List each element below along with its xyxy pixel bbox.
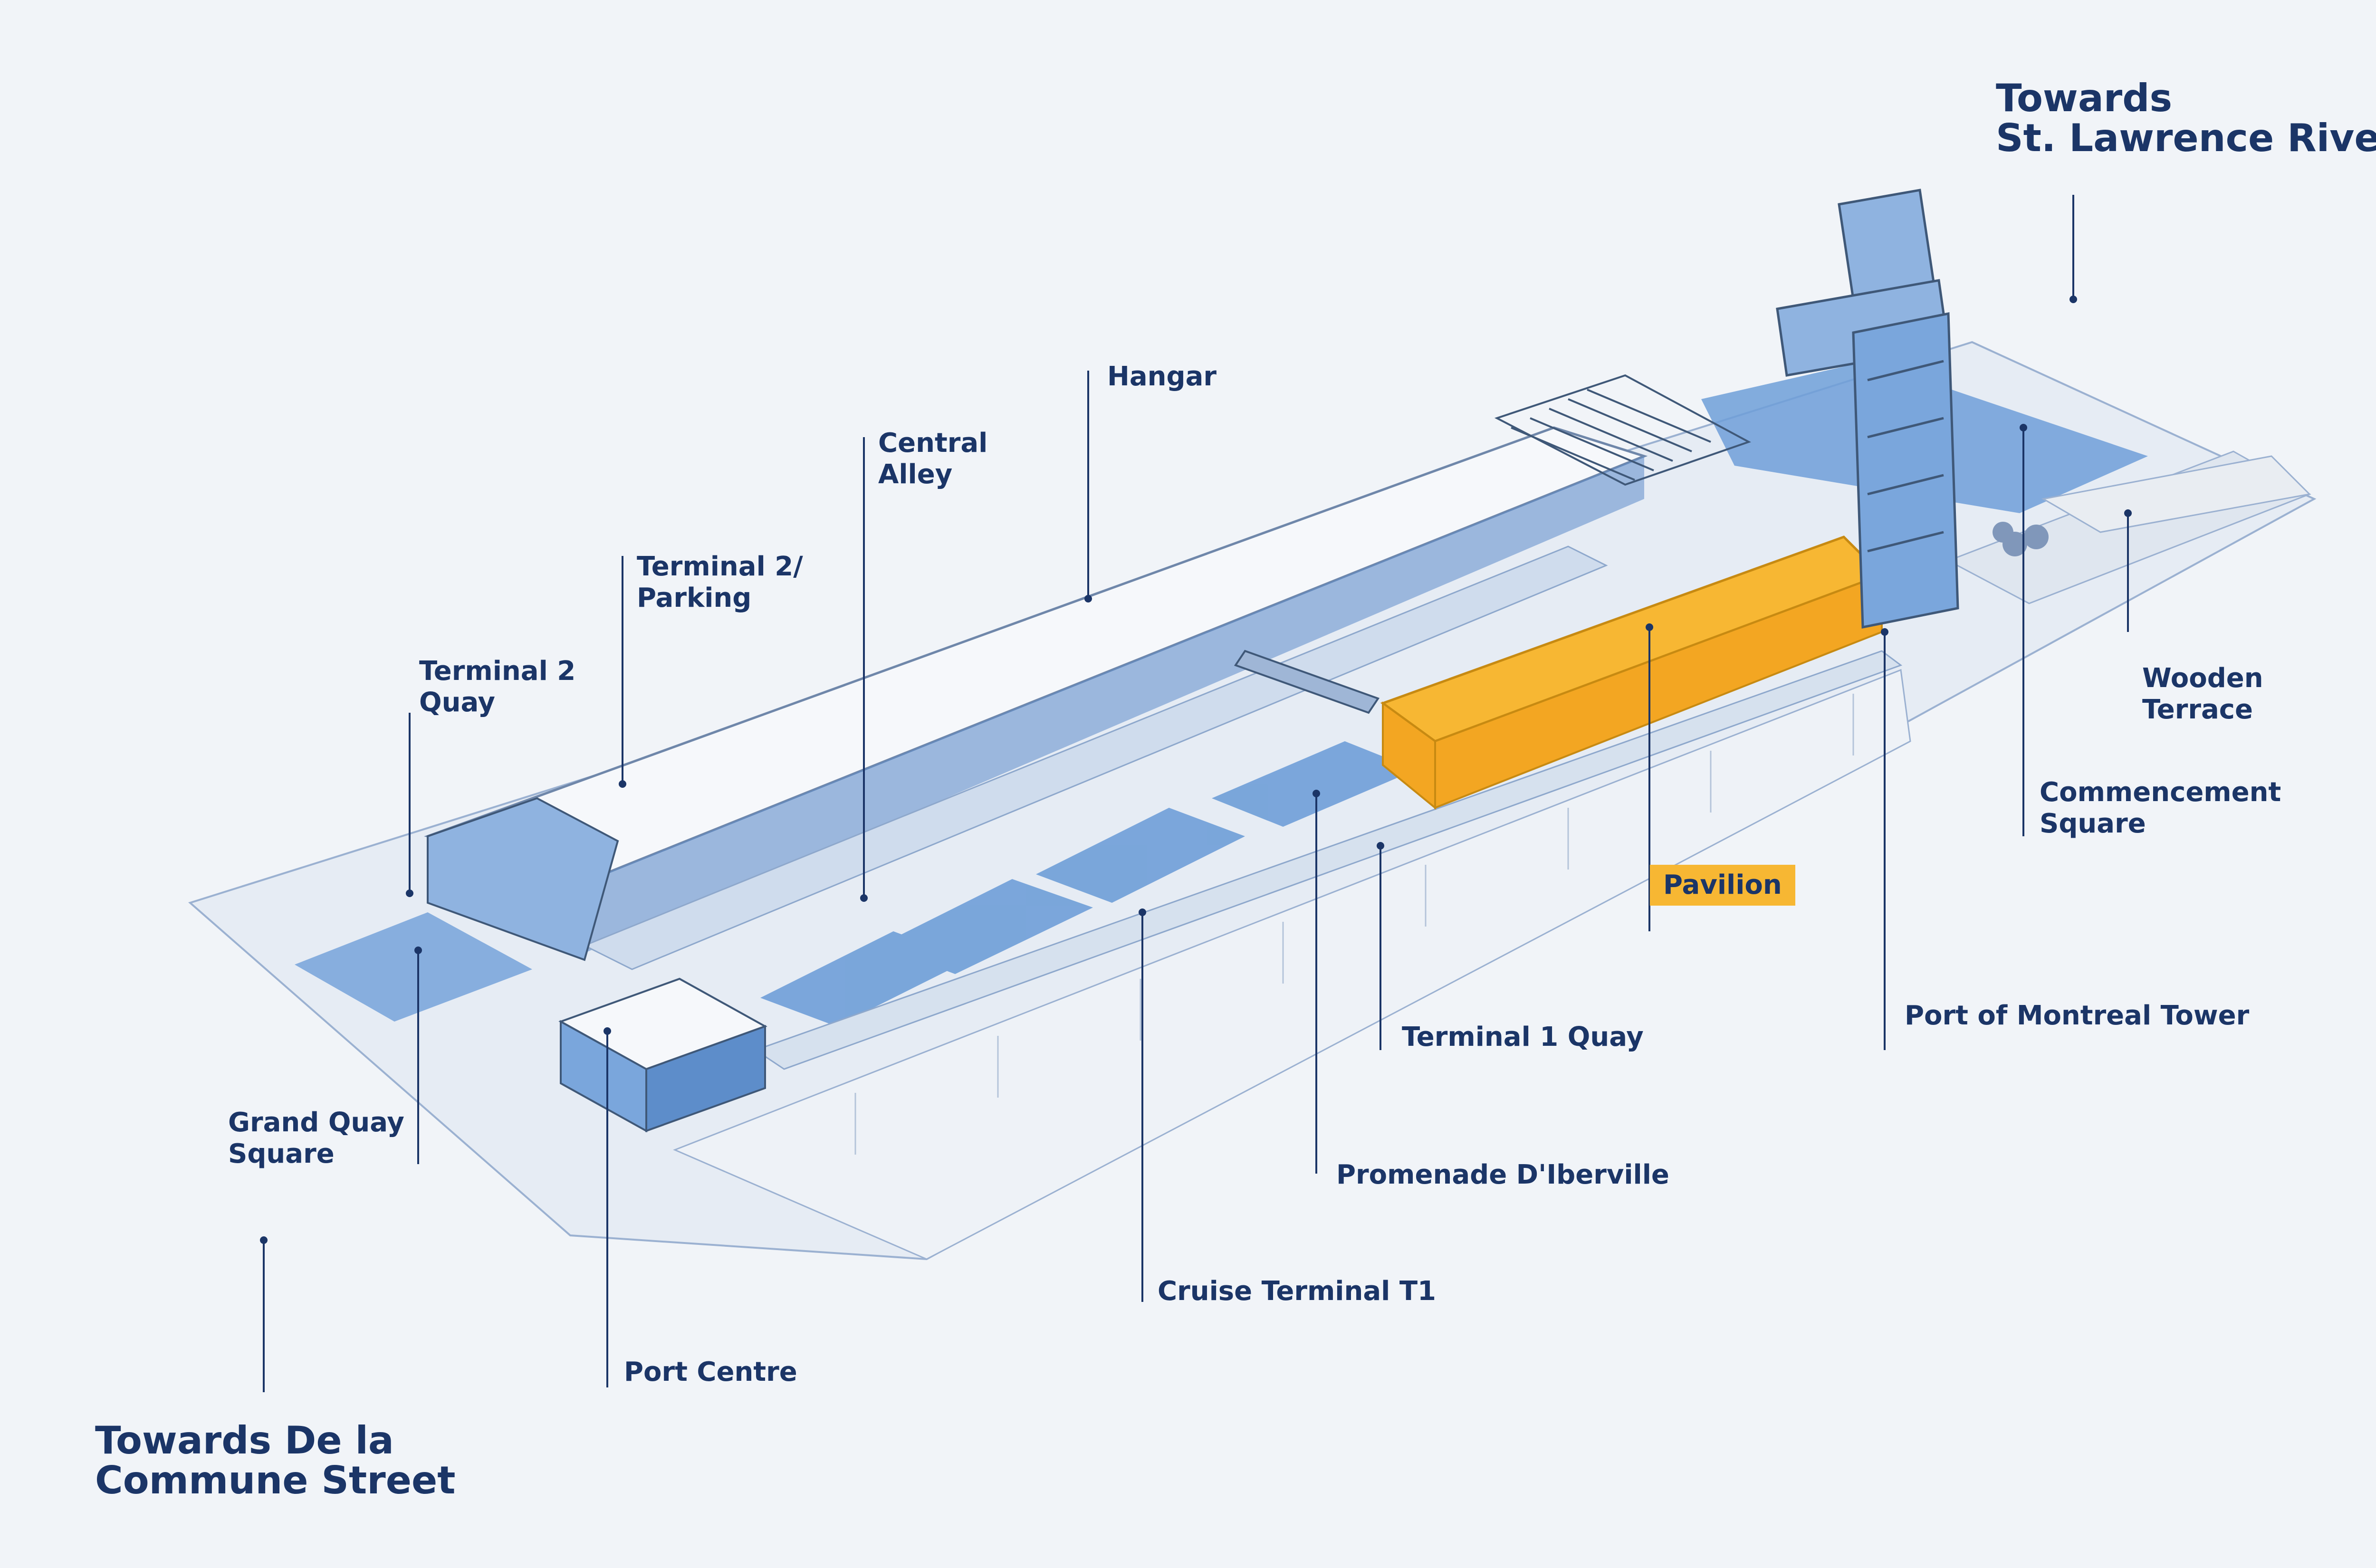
label-terminal1-quay: Terminal 1 Quay	[1402, 1022, 1644, 1052]
leader-lines	[263, 195, 2129, 1392]
wooden-terrace-area	[2041, 455, 2311, 533]
terrace-seating	[1993, 522, 2049, 556]
terminal2-building	[427, 797, 619, 961]
grand-quay-square-area	[295, 912, 532, 1022]
terminal-roof-panels	[760, 741, 1416, 1026]
label-promenade: Promenade D'Iberville	[1336, 1159, 1669, 1190]
quay-wall	[673, 669, 1911, 1260]
label-terminal2-parking: Terminal 2/ Parking	[637, 551, 803, 613]
label-terminal2-quay: Terminal 2 Quay	[419, 656, 576, 718]
leader-dots	[260, 296, 2132, 1244]
port-tower	[1776, 189, 1959, 629]
central-alley-strip	[583, 545, 1608, 970]
label-towards-river: Towards St. Lawrence River	[1996, 76, 2376, 160]
label-central-alley: Central Alley	[878, 428, 988, 490]
label-wooden-terrace: Wooden Terrace	[2142, 663, 2263, 725]
label-pavilion: Pavilion	[1650, 865, 1795, 906]
steel-frame	[1494, 374, 1751, 486]
label-towards-commune: Towards De la Commune Street	[95, 1418, 456, 1502]
label-hangar: Hangar	[1107, 361, 1217, 392]
label-commencement-square: Commencement Square	[2040, 777, 2281, 839]
hangar-side	[580, 456, 1644, 955]
wall-ticks	[854, 694, 1854, 1155]
label-grand-quay-square: Grand Quay Square	[228, 1107, 404, 1169]
footbridge	[1234, 650, 1380, 714]
label-port-tower: Port of Montreal Tower	[1905, 1000, 2250, 1031]
label-port-centre: Port Centre	[624, 1357, 797, 1387]
label-cruise-terminal: Cruise Terminal T1	[1158, 1276, 1437, 1307]
port-centre-side	[645, 1025, 766, 1132]
promenade-strip	[754, 650, 1903, 1070]
